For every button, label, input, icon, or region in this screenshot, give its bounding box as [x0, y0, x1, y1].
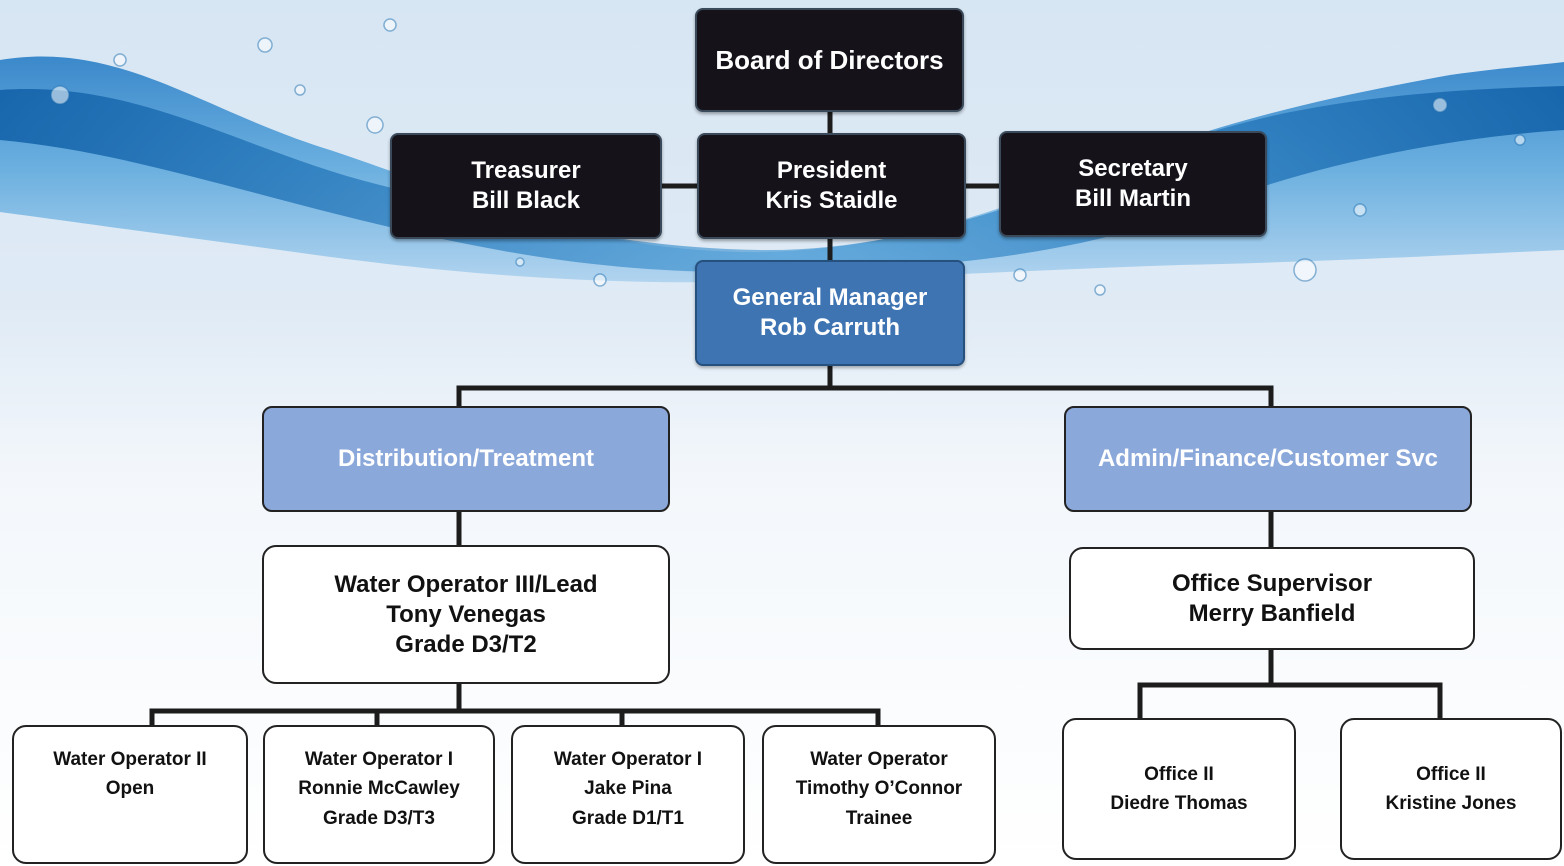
lead-operator-grade: Grade D3/T2 [395, 630, 537, 658]
operator-grade: Trainee [845, 807, 913, 829]
treasurer-box: Treasurer Bill Black [390, 133, 662, 239]
operator-name: Timothy O’Connor [795, 778, 963, 800]
distribution-treatment-title: Distribution/Treatment [337, 445, 595, 472]
board-title: Board of Directors [715, 44, 944, 75]
treasurer-role: Treasurer [471, 157, 581, 184]
general-manager-role: General Manager [732, 284, 928, 311]
connector-office-bus [1137, 682, 1443, 718]
operator-role: Water Operator II [53, 749, 207, 770]
office-staff-name: Kristine Jones [1385, 793, 1517, 814]
treasurer-name: Bill Black [471, 187, 581, 214]
office-supervisor-role: Office Supervisor [1171, 569, 1373, 597]
office-supervisor-box: Office Supervisor Merry Banfield [1069, 547, 1475, 650]
admin-finance-box: Admin/Finance/Customer Svc [1064, 406, 1472, 512]
distribution-treatment-box: Distribution/Treatment [262, 406, 670, 512]
operator-role: Water Operator I [304, 749, 454, 770]
secretary-role: Secretary [1078, 155, 1188, 182]
admin-finance-title: Admin/Finance/Customer Svc [1097, 445, 1439, 472]
office-staff-box: Office II Diedre Thomas [1062, 718, 1296, 860]
operator-name: Open [105, 778, 155, 800]
board-of-directors-box: Board of Directors [695, 8, 964, 112]
lead-operator-role: Water Operator III/Lead [334, 570, 598, 598]
secretary-name: Bill Martin [1074, 185, 1191, 212]
operator-role: Water Operator I [553, 749, 703, 770]
office-supervisor-name: Merry Banfield [1188, 599, 1356, 627]
operator-box: Water Operator II Open [12, 725, 248, 864]
office-staff-role: Office II [1144, 763, 1214, 785]
office-staff-role: Office II [1416, 763, 1486, 785]
operator-grade: Grade D3/T3 [323, 807, 435, 829]
operator-box: Water Operator Timothy O’Connor Trainee [762, 725, 996, 864]
president-role: President [776, 157, 887, 184]
office-staff-name: Diedre Thomas [1110, 793, 1248, 814]
secretary-box: Secretary Bill Martin [999, 131, 1267, 237]
president-box: President Kris Staidle [697, 133, 966, 239]
general-manager-name: Rob Carruth [760, 314, 900, 341]
operator-box: Water Operator I Jake Pina Grade D1/T1 [511, 725, 745, 864]
president-name: Kris Staidle [765, 187, 898, 214]
office-staff-box: Office II Kristine Jones [1340, 718, 1562, 860]
connector-manager-departments [456, 385, 1274, 406]
operator-role: Water Operator [810, 749, 948, 770]
operator-grade: Grade D1/T1 [572, 807, 684, 829]
operator-box: Water Operator I Ronnie McCawley Grade D… [263, 725, 495, 864]
operator-name: Jake Pina [584, 778, 672, 800]
general-manager-box: General Manager Rob Carruth [695, 260, 965, 366]
lead-operator-name: Tony Venegas [386, 600, 546, 628]
lead-operator-box: Water Operator III/Lead Tony Venegas Gra… [262, 545, 670, 684]
operator-name: Ronnie McCawley [298, 778, 460, 800]
connector-operators-bus [149, 708, 881, 725]
